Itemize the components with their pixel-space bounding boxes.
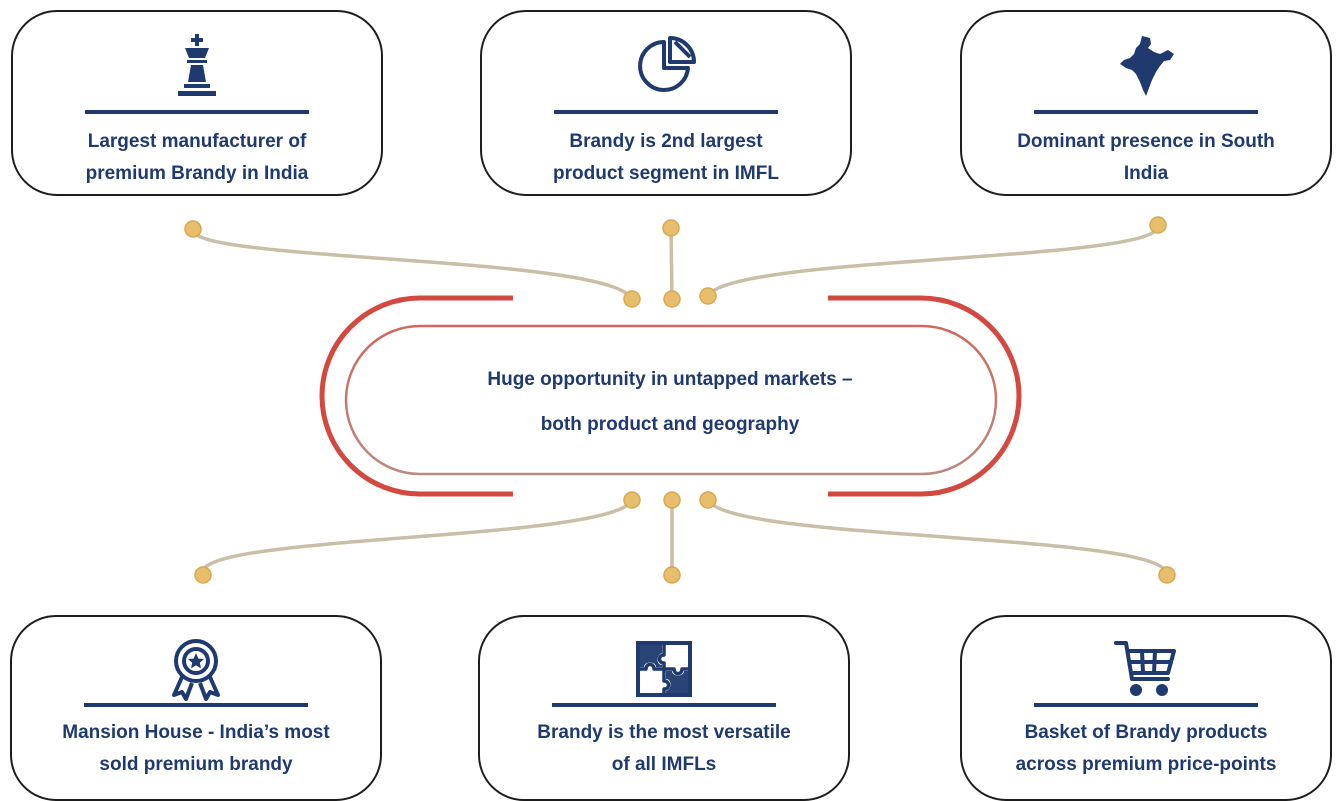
connector-node [663,491,681,509]
connector-node [663,566,681,584]
connector-node [194,566,212,584]
shopping-cart-icon [1114,641,1176,696]
connector-node [699,491,717,509]
card-label: Dominant presence in South India [1017,131,1275,184]
connector-node [623,491,641,509]
puzzle-icon [636,641,692,697]
card-label: Basket of Brandy products across premium… [1015,722,1277,775]
card-mansion-house: Mansion House - India’s most sold premiu… [10,615,382,801]
card-divider [554,110,778,114]
connector-node [1149,216,1167,234]
connector-node [663,290,681,308]
pie-chart-icon [638,36,696,92]
award-badge-icon [172,639,220,701]
center-title-line-2: both product and geography [540,414,800,435]
connector-1 [191,227,634,301]
card-divider [84,703,308,707]
outer-ring-left [319,295,513,497]
connector-node [623,290,641,308]
connector-3 [706,223,1160,298]
inner-ring [344,324,998,476]
connector-node [1158,566,1176,584]
card-south-india-presence: Dominant presence in South India [960,10,1332,196]
card-label: Mansion House - India’s most sold premiu… [62,722,330,775]
card-divider [85,110,309,114]
card-second-largest-segment: Brandy is 2nd largest product segment in… [480,10,852,196]
card-divider [552,703,776,707]
card-label: Brandy is the most versatile of all IMFL… [537,722,791,775]
card-label: Largest manufacturer of premium Brandy i… [85,131,309,184]
outer-ring-right [828,295,1022,497]
connector-node [699,287,717,305]
connector-4 [201,498,634,577]
center-title-line-1: Huge opportunity in untapped markets – [487,369,853,390]
chess-king-icon [178,34,216,96]
connector-6 [706,498,1169,577]
card-most-versatile: Brandy is the most versatile of all IMFL… [478,615,850,801]
card-label: Brandy is 2nd largest product segment in… [553,131,779,184]
india-map-icon [1120,36,1174,96]
connector-2 [669,226,674,301]
connector-node [662,219,680,237]
card-divider [1034,703,1258,707]
card-divider [1034,110,1258,114]
card-brandy-basket: Basket of Brandy products across premium… [960,615,1332,801]
card-largest-manufacturer: Largest manufacturer of premium Brandy i… [11,10,383,196]
connector-node [184,220,202,238]
